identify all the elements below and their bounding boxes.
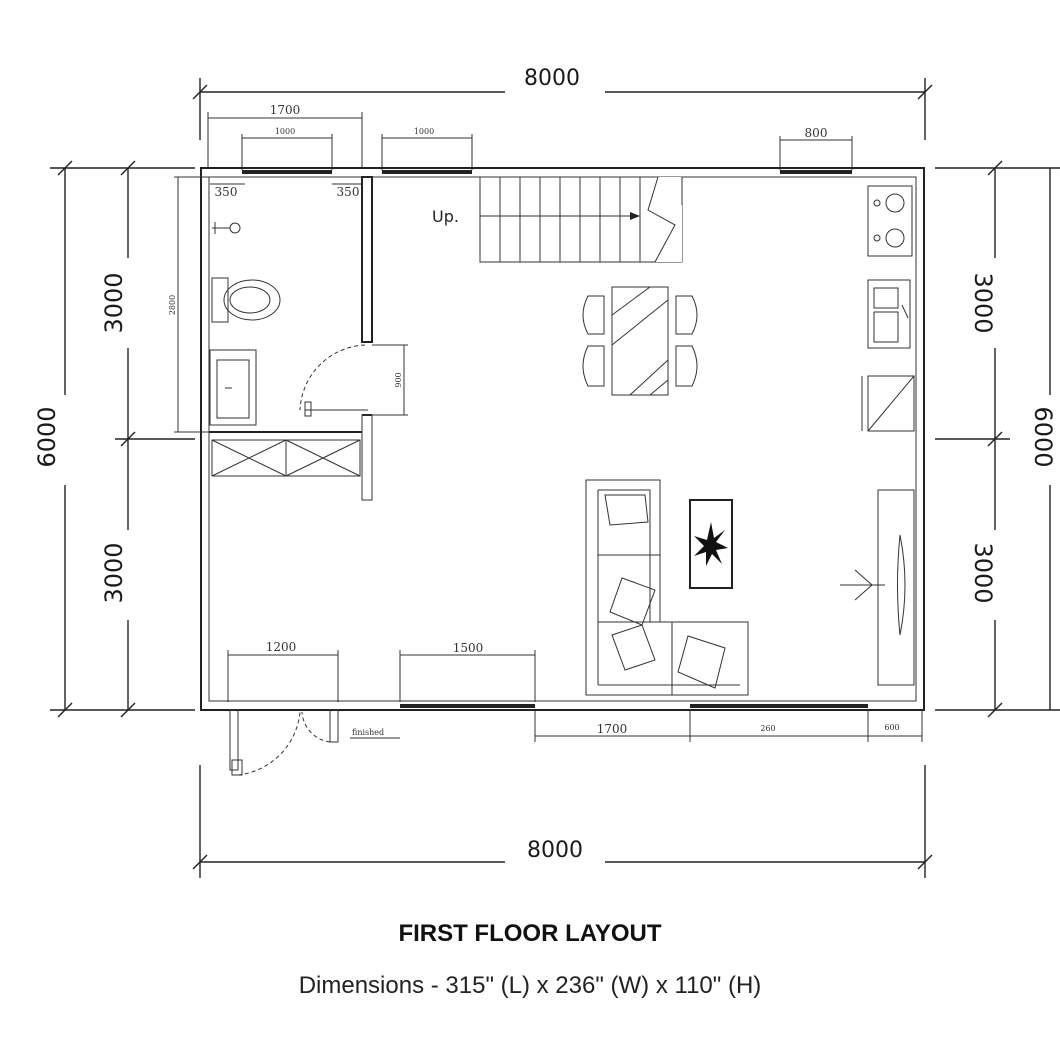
dimensions-subtitle: Dimensions - 315" (L) x 236" (W) x 110" …: [298, 972, 762, 999]
door-height-label: 900: [394, 372, 403, 387]
tiny-note-label: finished: [352, 728, 384, 737]
sofa: [585, 479, 749, 696]
cooktop-icon: [873, 193, 905, 248]
cushion-icon: [604, 494, 726, 689]
top-total-dimension: 8000: [192, 66, 933, 140]
coffee-table: [689, 499, 733, 589]
bottom-total-label: 8000: [527, 838, 583, 863]
top-small-dimensions: 1700 1000 1000 800: [207, 100, 853, 170]
outer-walls: [200, 167, 925, 711]
left-lower-label: 3000: [100, 542, 128, 603]
arrow-icon: [840, 569, 885, 601]
toilet-icon: [211, 277, 281, 323]
right-dimensions: 3000 3000 6000: [935, 160, 1060, 718]
front-window-label: 1500: [453, 641, 484, 655]
left-dimensions: 6000 3000 3000: [33, 160, 195, 718]
bath-offset-right-label: 350: [337, 185, 360, 199]
bottom-right-label: 260: [760, 724, 775, 733]
left-upper-label: 3000: [100, 272, 128, 333]
hall-window-label: 1000: [414, 127, 434, 136]
kitchen-window-label: 800: [805, 126, 828, 140]
entry-door-icon: [229, 709, 339, 776]
kitchen-counter: [861, 185, 915, 432]
bath-depth-label: 2800: [168, 295, 177, 315]
dining-table: [582, 286, 698, 396]
storage-cabinet-icon: [211, 439, 361, 477]
page-title: FIRST FLOOR LAYOUT: [398, 920, 662, 947]
bottom-total-dimension: 8000: [192, 765, 933, 878]
top-total-label: 8000: [524, 66, 580, 91]
shower-icon: [212, 222, 241, 234]
right-lower-label: 3000: [969, 542, 997, 603]
bath-window-label: 1000: [275, 127, 295, 136]
right-upper-label: 3000: [969, 272, 997, 333]
bath-width-label: 1700: [270, 103, 301, 117]
kitchen-cabinet-icon: [861, 375, 915, 432]
entry-door-label: 1200: [266, 640, 297, 654]
plant-icon: [694, 522, 728, 566]
bottom-mid-label: 1700: [597, 722, 628, 736]
bath-offset-left-label: 350: [215, 185, 238, 199]
stairs-up-label: Up.: [432, 207, 459, 226]
floor-plan-drawing: 8000 8000 6000 3000 3000: [33, 66, 1060, 878]
left-total-label: 6000: [33, 406, 61, 467]
bath-sink-icon: [209, 349, 257, 426]
bath-door-icon: 900: [299, 344, 408, 417]
kitchen-sink-icon: [867, 279, 911, 349]
bottom-corner-label: 600: [884, 723, 899, 732]
bottom-wall-features: 1200 1500 finished 1700 260 600: [227, 640, 923, 776]
right-total-label: 6000: [1029, 406, 1057, 467]
staircase: Up.: [432, 176, 683, 263]
chair-icon: [582, 295, 698, 387]
tv-unit: [840, 489, 915, 686]
bathroom: 350 350 2800: [168, 176, 408, 501]
